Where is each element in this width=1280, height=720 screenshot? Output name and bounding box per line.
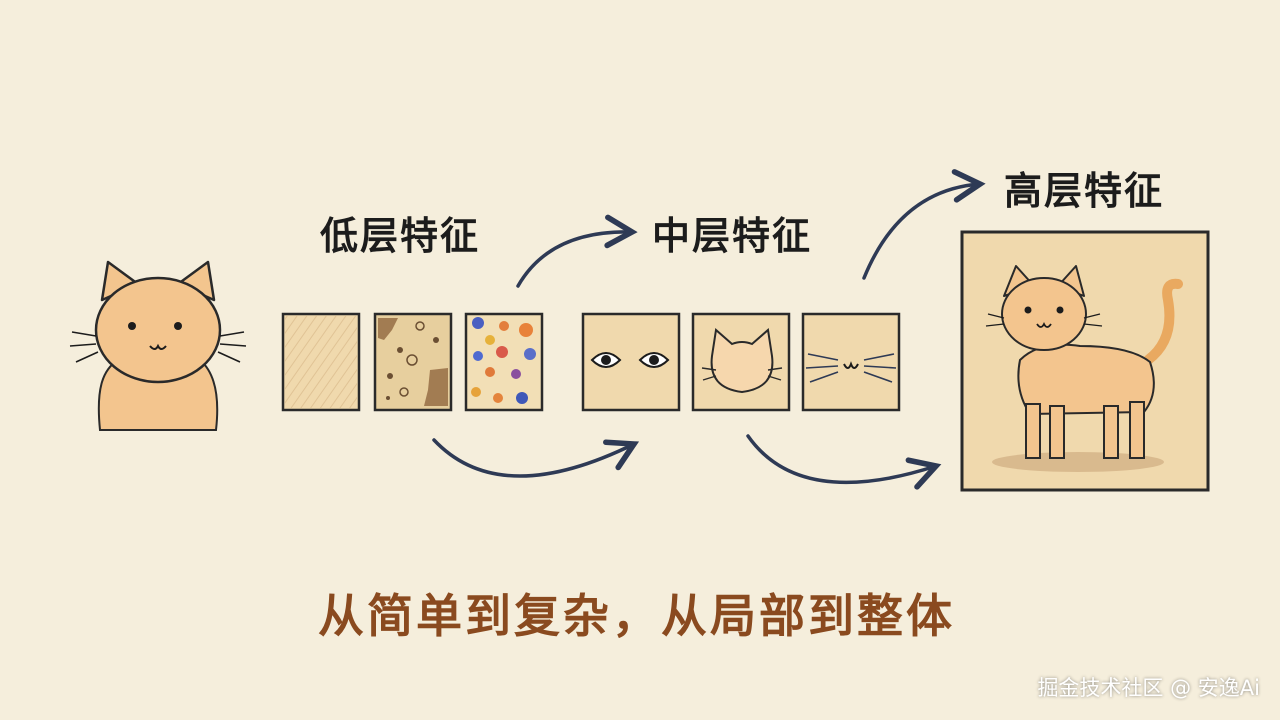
arrow-mid-to-high-top xyxy=(862,169,986,280)
low-tile-colors xyxy=(464,312,544,412)
mid-level-features-label: 中层特征 xyxy=(652,214,813,258)
mid-tile-eyes xyxy=(581,312,681,412)
high-level-features-label: 高层特征 xyxy=(1004,169,1165,213)
mid-tile-head xyxy=(691,312,791,412)
low-tile-edges xyxy=(281,312,361,412)
mid-tile-whiskers xyxy=(801,312,901,412)
watermark: 掘金技术社区 @ 安逸Ai xyxy=(1037,676,1260,700)
arrow-low-to-mid-top xyxy=(516,214,638,288)
caption: 从简单到复杂，从局部到整体 xyxy=(318,589,955,643)
low-tile-textures xyxy=(373,312,453,412)
low-level-features-label: 低层特征 xyxy=(320,214,481,258)
arrow-low-to-mid-bottom xyxy=(432,438,640,478)
input-cat-image xyxy=(69,260,247,431)
high-tile-whole-cat xyxy=(960,230,1210,492)
arrow-mid-to-high-bottom xyxy=(746,434,942,490)
